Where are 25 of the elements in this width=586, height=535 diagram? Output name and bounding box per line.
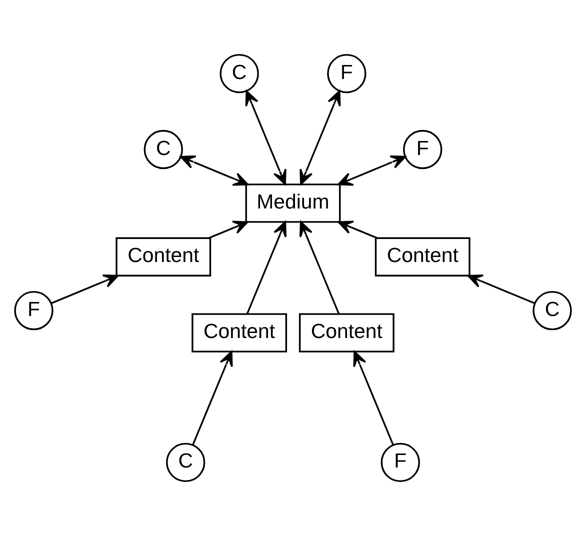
node-circle: F bbox=[380, 442, 420, 482]
arrow bbox=[208, 220, 248, 238]
arrow bbox=[338, 220, 378, 238]
arrow bbox=[299, 220, 340, 314]
arrow bbox=[180, 154, 249, 186]
node-circle: C bbox=[144, 129, 183, 169]
arrow bbox=[246, 220, 287, 314]
node-circle: F bbox=[14, 290, 54, 330]
node-box: Content bbox=[298, 312, 394, 352]
node-circle: F bbox=[403, 129, 442, 169]
node-box: Medium bbox=[245, 183, 341, 222]
arrow bbox=[50, 274, 119, 304]
node-circle: C bbox=[220, 53, 259, 93]
node-circle: C bbox=[532, 290, 572, 330]
arrow bbox=[467, 274, 536, 304]
node-box: Content bbox=[192, 312, 288, 352]
arrow bbox=[337, 154, 406, 186]
node-circle: C bbox=[166, 442, 206, 482]
node-box: Content bbox=[116, 236, 212, 276]
node-box: Content bbox=[374, 236, 470, 276]
node-circle: F bbox=[327, 53, 366, 93]
arrow bbox=[353, 350, 394, 445]
arrow bbox=[245, 90, 286, 184]
arrow bbox=[192, 350, 233, 445]
arrow bbox=[300, 90, 341, 184]
